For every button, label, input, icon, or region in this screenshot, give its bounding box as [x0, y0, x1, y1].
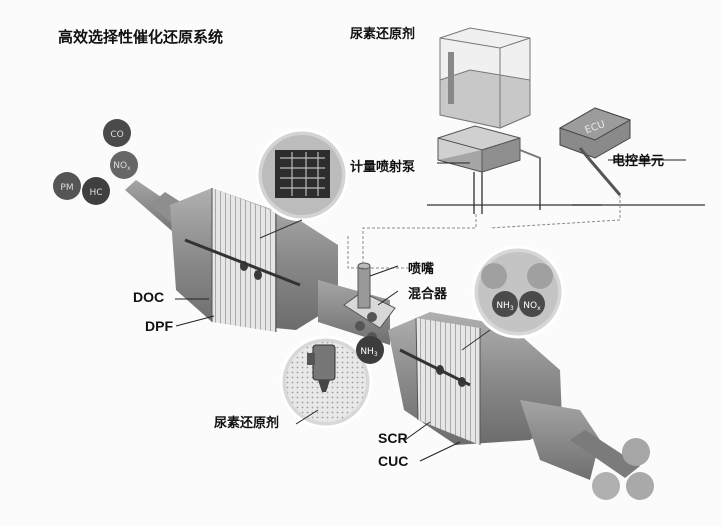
scr-cuc-substrate [416, 318, 480, 445]
outlet-molecules [592, 438, 654, 500]
bubble-nh3-label: NH3 [496, 301, 514, 312]
pump-lines [473, 149, 541, 214]
outlet-molecule-2-icon [592, 472, 620, 500]
hc-molecule-icon [82, 177, 110, 205]
ecu-unit-label: 电控单元 [612, 154, 665, 169]
inlet-molecules: CO NOx PM HC [53, 119, 138, 205]
doc-label: DOC [133, 289, 165, 305]
nozzle-magnifier [279, 335, 373, 429]
sensor-2-icon [254, 270, 262, 280]
co-molecule-icon [103, 119, 131, 147]
outlet-molecule-3-icon [626, 472, 654, 500]
nozzle-body-icon [312, 344, 336, 381]
nox-label: NOx [113, 161, 131, 172]
ecu-module: ECU [558, 107, 632, 196]
scr-label: SCR [378, 430, 408, 446]
pm-label: PM [60, 183, 73, 193]
diagram-title: 高效选择性催化还原系统 [58, 28, 224, 46]
cuc-label: CUC [378, 453, 409, 469]
nox-molecule-icon [110, 151, 138, 179]
urea-tank [439, 27, 531, 129]
dosing-pump-label: 计量喷射泵 [350, 160, 416, 175]
dosing-pump [437, 125, 521, 173]
bubble-nox-label: NOx [523, 301, 541, 312]
doc-magnifier [255, 128, 349, 239]
leader-lines [175, 159, 686, 462]
outlet-pipe [520, 400, 640, 480]
nh3-molecule: NH3 [356, 336, 384, 364]
nh3-label: NH3 [360, 347, 378, 358]
hc-label: HC [89, 188, 102, 198]
injector-nozzle [357, 262, 371, 309]
urea-reductant-label: 尿素还原剂 [214, 416, 280, 431]
doc-dpf-substrate [212, 188, 276, 332]
middle-pipe [318, 280, 396, 345]
urea-tank-label: 尿素还原剂 [350, 27, 416, 42]
pm-molecule-icon [53, 172, 81, 200]
bubble-nox-molecule-icon [519, 291, 545, 317]
doc-dpf-housing [170, 188, 338, 332]
nozzle-label: 喷嘴 [408, 262, 435, 277]
mixer-blades [343, 291, 396, 329]
mixer-label: 混合器 [408, 287, 448, 302]
scr-magnifier: NH3 NOx [461, 245, 565, 351]
dpf-label: DPF [145, 318, 173, 334]
signal-lines [347, 195, 621, 269]
co-label: CO [110, 130, 123, 140]
outlet-molecule-1-icon [622, 438, 650, 466]
bubble-nh3-molecule-icon [492, 291, 518, 317]
scr-cuc-housing [388, 312, 562, 445]
